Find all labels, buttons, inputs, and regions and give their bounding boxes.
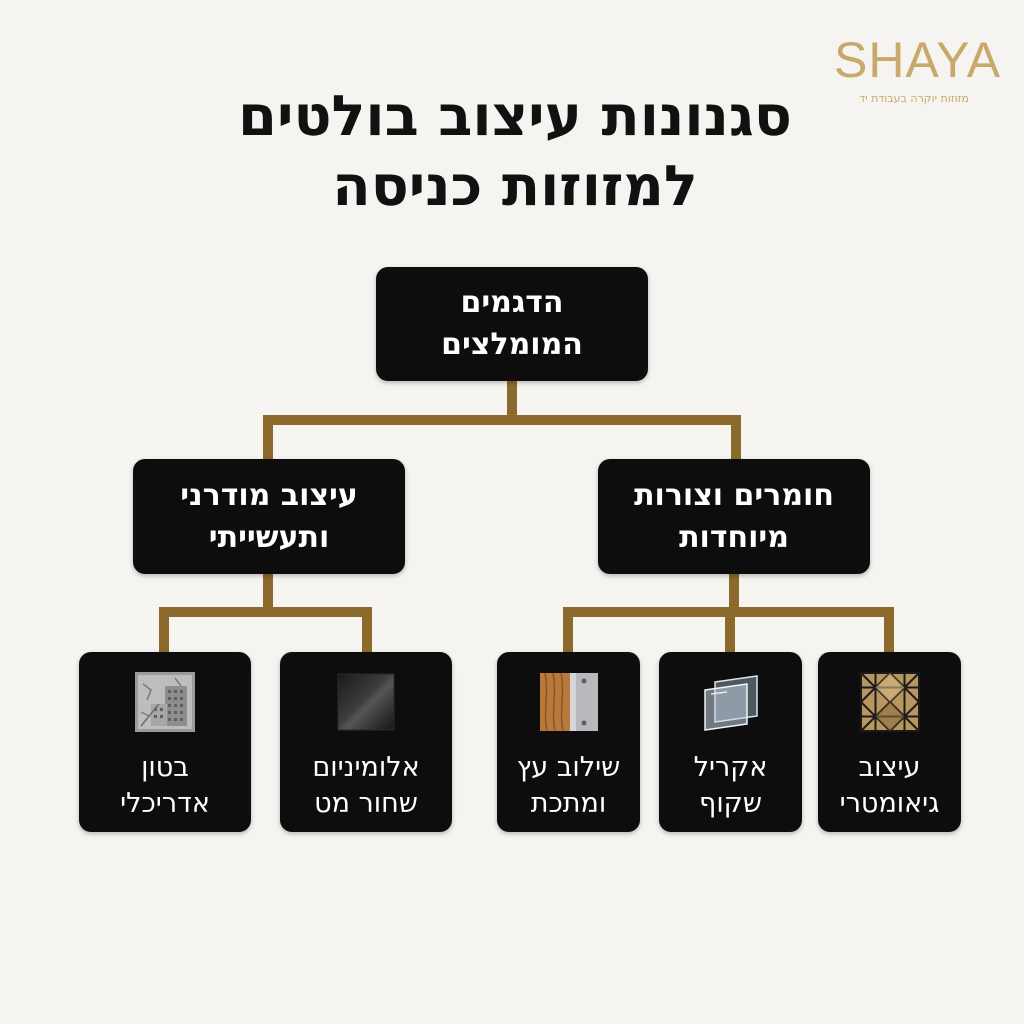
leaf-wood-metal: שילוב עץ ומתכת xyxy=(497,652,640,832)
logo-name: SHAYA xyxy=(834,32,1002,88)
branch-node-label: חומרים וצורות מיוחדות xyxy=(634,477,834,555)
page-title: סגנונות עיצוב בולטים למזוזות כניסה xyxy=(237,84,792,219)
acrylic-glass-icon xyxy=(703,675,758,731)
branch-node-special-materials: חומרים וצורות מיוחדות xyxy=(598,459,870,574)
leaf-architectural-concrete: בטון אדריכלי xyxy=(79,652,251,832)
concrete-building-icon xyxy=(135,672,195,732)
leaf-label: שילוב עץ ומתכת xyxy=(516,752,621,819)
geometric-pattern-icon xyxy=(859,672,920,732)
leaf-matte-black-aluminum: אלומיניום שחור מט xyxy=(280,652,452,832)
leaf-label: עיצוב גיאומטרי xyxy=(839,752,940,819)
logo-tagline: מזוזות יוקרה בעבודת יד xyxy=(859,92,969,105)
leaf-geometric-design: עיצוב גיאומטרי xyxy=(818,652,961,832)
brand-logo: SHAYA מזוזות יוקרה בעבודת יד xyxy=(834,30,1002,105)
root-node: הדגמים המומלצים xyxy=(376,267,648,381)
leaf-label: אקריל שקוף xyxy=(693,752,768,819)
matte-black-aluminum-icon xyxy=(337,673,395,731)
connector-root-to-branches xyxy=(263,380,741,460)
wood-metal-icon xyxy=(539,672,598,732)
leaf-label: אלומיניום שחור מט xyxy=(312,752,420,819)
connector-right-branch xyxy=(563,574,894,652)
branch-node-label: עיצוב מודרני ותעשייתי xyxy=(180,477,358,555)
root-node-label: הדגמים המומלצים xyxy=(441,285,583,362)
connector-left-branch xyxy=(159,574,372,652)
leaf-label: בטון אדריכלי xyxy=(120,752,210,819)
branch-node-modern-industrial: עיצוב מודרני ותעשייתי xyxy=(133,459,405,574)
leaf-transparent-acrylic: אקריל שקוף xyxy=(659,652,802,832)
